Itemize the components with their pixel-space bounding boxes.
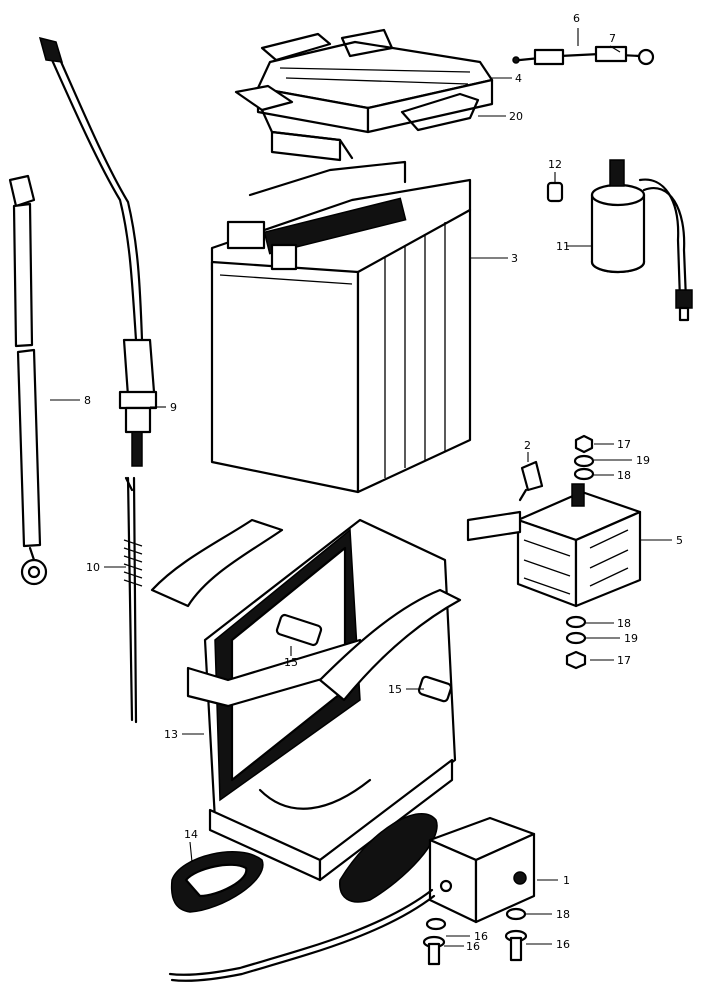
- washer-part-19-lower: [565, 631, 587, 645]
- callout-6: 6: [573, 12, 580, 25]
- callout-7: 7: [609, 32, 616, 45]
- callout-4: 4: [515, 72, 522, 85]
- callout-2: 2: [524, 439, 531, 452]
- battery-part-3: [210, 160, 472, 494]
- callout-19a: 19: [636, 454, 650, 467]
- leader-lines: [50, 28, 672, 947]
- callout-14: 14: [184, 828, 198, 841]
- cap-part-12: [546, 181, 564, 203]
- callout-9: 9: [170, 401, 177, 414]
- callout-10: 10: [86, 561, 100, 574]
- bolt-part-16c: [504, 929, 528, 962]
- nut-part-17-upper: [574, 434, 594, 454]
- callout-18c: 18: [556, 908, 570, 921]
- callout-15b: 15: [388, 683, 402, 696]
- battery-holder-part-13: [150, 518, 462, 882]
- washer-part-19-upper: [573, 454, 595, 468]
- callout-20: 20: [509, 110, 523, 123]
- callout-15a: 15: [284, 656, 298, 669]
- callout-labels: 1 2 3 4 5 6 7 8 9 10 11 12 13 14 15 15 1…: [84, 12, 683, 953]
- rod-spring-part-10: [123, 476, 143, 724]
- callout-8: 8: [84, 394, 91, 407]
- cable-part-6-7: [512, 45, 655, 66]
- callout-3: 3: [511, 252, 518, 265]
- fuse-box-part-5: [466, 483, 642, 608]
- clip-part-2: [518, 460, 544, 502]
- callout-5: 5: [676, 534, 683, 547]
- switch-part-9: [38, 36, 158, 467]
- washer-part-16a: [425, 917, 447, 931]
- rubber-band-part-14: [170, 813, 438, 913]
- callout-12: 12: [548, 158, 562, 171]
- nut-part-17-lower: [565, 650, 587, 670]
- rubber-pad-part-15a: [275, 613, 323, 647]
- callout-1: 1: [563, 874, 570, 887]
- rubber-pad-part-15b: [417, 675, 453, 703]
- callout-16c: 16: [556, 938, 570, 951]
- rectifier-part-1: [168, 816, 536, 982]
- callout-16b: 16: [466, 940, 480, 953]
- callout-17b: 17: [617, 654, 631, 667]
- callout-16a: 16: [474, 930, 488, 943]
- bolt-part-16b: [422, 935, 446, 966]
- battery-cable-part-8: [8, 174, 48, 586]
- callout-17a: 17: [617, 438, 631, 451]
- callout-18a: 18: [617, 469, 631, 482]
- washer-part-18-bottom: [505, 907, 527, 921]
- washer-part-18-upper: [573, 467, 595, 481]
- callout-13: 13: [164, 728, 178, 741]
- starter-relay-part-11: [590, 159, 693, 322]
- callout-18b: 18: [617, 617, 631, 630]
- washer-part-18-lower: [565, 615, 587, 629]
- callout-11: 11: [556, 240, 570, 253]
- callout-19b: 19: [624, 632, 638, 645]
- cover-strap-part-20: [260, 28, 480, 132]
- battery-cover-part-4: [234, 40, 494, 162]
